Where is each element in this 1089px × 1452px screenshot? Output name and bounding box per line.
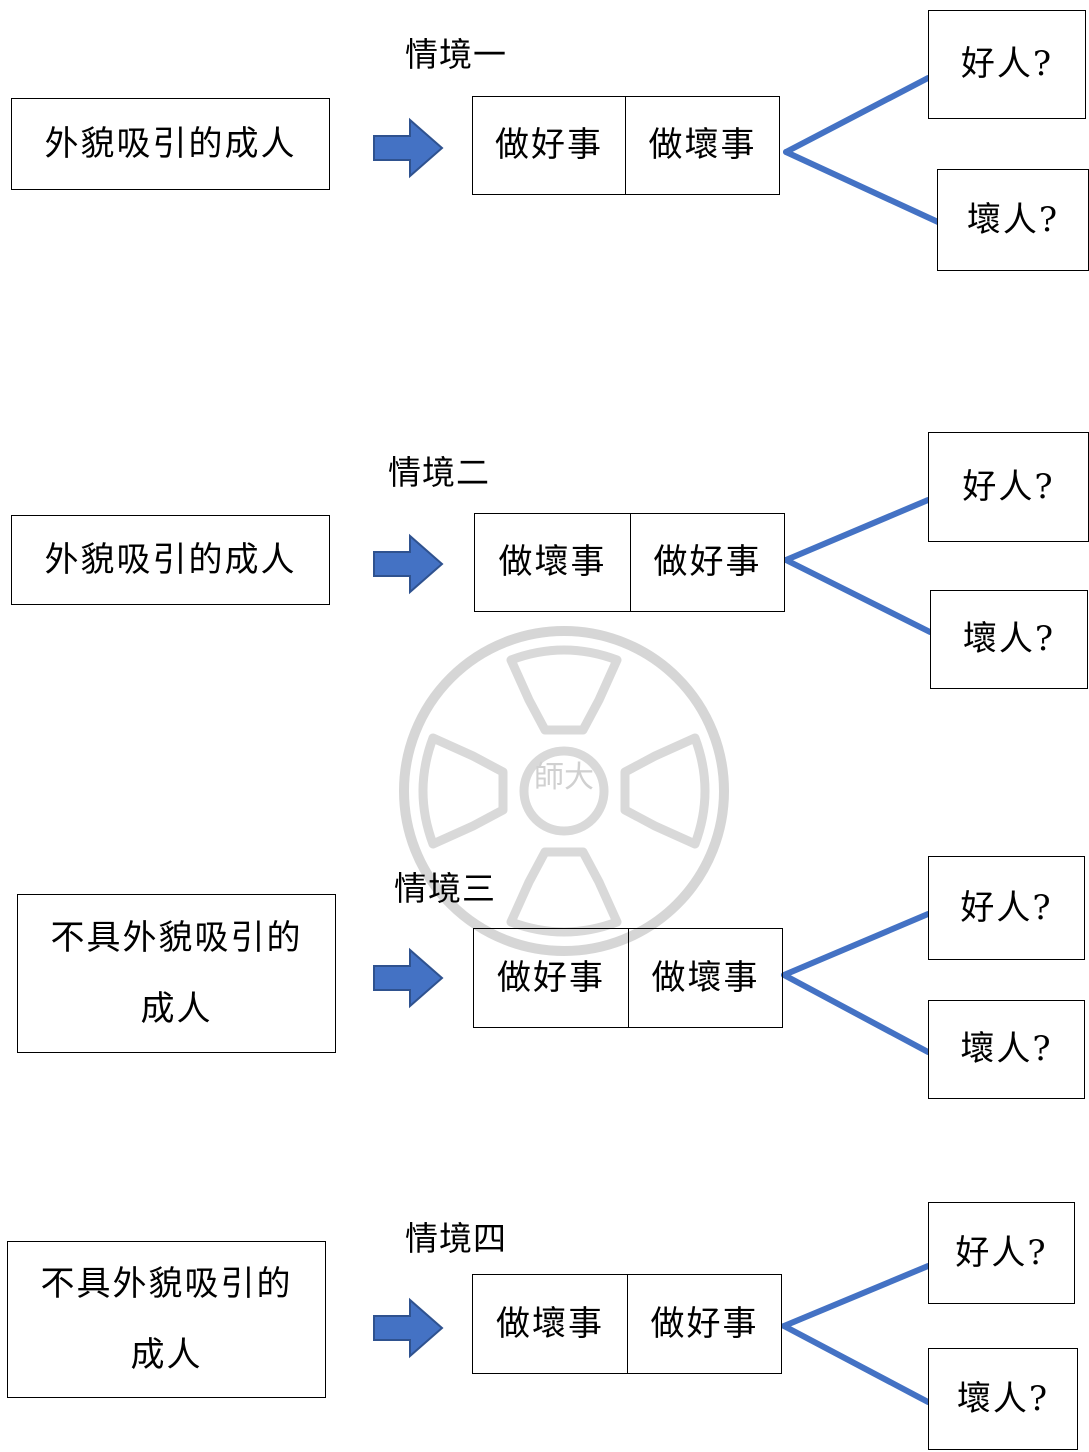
scenario-4-action-first-text: 做壞事 bbox=[496, 1303, 604, 1344]
scenario-2-action-first-text: 做壞事 bbox=[498, 542, 607, 583]
scenario-1-action-first: 做好事 bbox=[472, 96, 626, 195]
scenario-4-outcome-bad-text: 壞人? bbox=[956, 1378, 1050, 1419]
scenario-1-outcome-good: 好人? bbox=[928, 10, 1086, 119]
branch-line-3-upper bbox=[781, 911, 931, 978]
scenario-4-outcome-good: 好人? bbox=[928, 1202, 1075, 1304]
scenario-3-outcome-bad: 壞人? bbox=[928, 1000, 1085, 1099]
scenario-3-subject-line-1: 不具外貌吸引的 bbox=[50, 917, 303, 958]
university-seal-watermark: 師大 bbox=[399, 626, 729, 956]
scenario-3-subject-box: 不具外貌吸引的 成人 bbox=[17, 894, 336, 1053]
block-arrow-1 bbox=[373, 117, 444, 179]
scenario-4-subject-lines: 不具外貌吸引的 成人 bbox=[8, 1258, 325, 1381]
scenario-3-subject-line-2: 成人 bbox=[140, 988, 213, 1029]
scenario-2-action-first: 做壞事 bbox=[474, 513, 631, 612]
branch-line-1-upper bbox=[783, 75, 931, 155]
scenario-2-outcome-bad-text: 壞人? bbox=[962, 619, 1056, 660]
scenario-3-action-second-text: 做壞事 bbox=[651, 957, 760, 998]
scenario-2-action-second: 做好事 bbox=[630, 513, 785, 612]
scenario-4-label: 情境四 bbox=[405, 1219, 507, 1258]
scenario-1-outcome-good-text: 好人? bbox=[960, 44, 1054, 85]
scenario-3-action-first: 做好事 bbox=[473, 928, 629, 1028]
scenario-1-action-first-text: 做好事 bbox=[495, 125, 603, 166]
branch-line-4-lower bbox=[781, 1323, 931, 1405]
scenario-4-action-second-text: 做好事 bbox=[650, 1303, 759, 1344]
scenario-4-subject-line-1: 不具外貌吸引的 bbox=[40, 1263, 293, 1304]
scenario-4-subject-box: 不具外貌吸引的 成人 bbox=[7, 1241, 326, 1398]
block-arrow-4 bbox=[373, 1297, 444, 1359]
scenario-1-outcome-bad-text: 壞人? bbox=[966, 199, 1060, 240]
scenario-2-outcome-good-text: 好人? bbox=[962, 466, 1055, 507]
scenario-3-outcome-good-text: 好人? bbox=[960, 887, 1053, 928]
scenario-2-action-second-text: 做好事 bbox=[653, 542, 762, 583]
scenario-2-subject-box: 外貌吸引的成人 bbox=[11, 515, 330, 605]
block-arrow-3 bbox=[373, 947, 444, 1009]
block-arrow-2 bbox=[373, 533, 444, 595]
scenario-3-action-first-text: 做好事 bbox=[497, 957, 605, 998]
scenario-3-outcome-good: 好人? bbox=[928, 856, 1085, 960]
scenario-2-outcome-bad: 壞人? bbox=[930, 590, 1088, 689]
scenario-3-action-second: 做壞事 bbox=[628, 928, 783, 1028]
branch-line-1-lower bbox=[783, 149, 941, 225]
scenario-1-subject-box: 外貌吸引的成人 bbox=[11, 98, 330, 190]
scenario-3-label: 情境三 bbox=[394, 869, 496, 908]
scenario-2-label: 情境二 bbox=[388, 453, 490, 492]
branch-line-2-lower bbox=[783, 557, 933, 635]
scenario-2-subject-text: 外貌吸引的成人 bbox=[44, 539, 297, 580]
scenario-1-label: 情境一 bbox=[405, 35, 507, 74]
scenario-4-outcome-bad: 壞人? bbox=[928, 1348, 1078, 1450]
scenario-2-outcome-good: 好人? bbox=[928, 432, 1089, 542]
scenario-4-action-first: 做壞事 bbox=[472, 1274, 628, 1374]
scenario-1-action-second: 做壞事 bbox=[625, 96, 780, 195]
scenario-1-outcome-bad: 壞人? bbox=[937, 169, 1089, 271]
scenario-1-subject-text: 外貌吸引的成人 bbox=[44, 123, 297, 164]
scenario-1-action-second-text: 做壞事 bbox=[648, 125, 757, 166]
watermark-text-top: 師大 bbox=[534, 760, 594, 795]
scenario-3-outcome-bad-text: 壞人? bbox=[960, 1029, 1053, 1070]
scenario-3-subject-lines: 不具外貌吸引的 成人 bbox=[18, 912, 335, 1035]
branch-line-4-upper bbox=[781, 1263, 931, 1329]
scenario-4-outcome-good-text: 好人? bbox=[955, 1232, 1048, 1273]
scenario-4-subject-line-2: 成人 bbox=[130, 1334, 203, 1375]
scenario-4-action-second: 做好事 bbox=[627, 1274, 782, 1374]
branch-line-2-upper bbox=[783, 497, 931, 563]
branch-line-3-lower bbox=[781, 972, 931, 1055]
